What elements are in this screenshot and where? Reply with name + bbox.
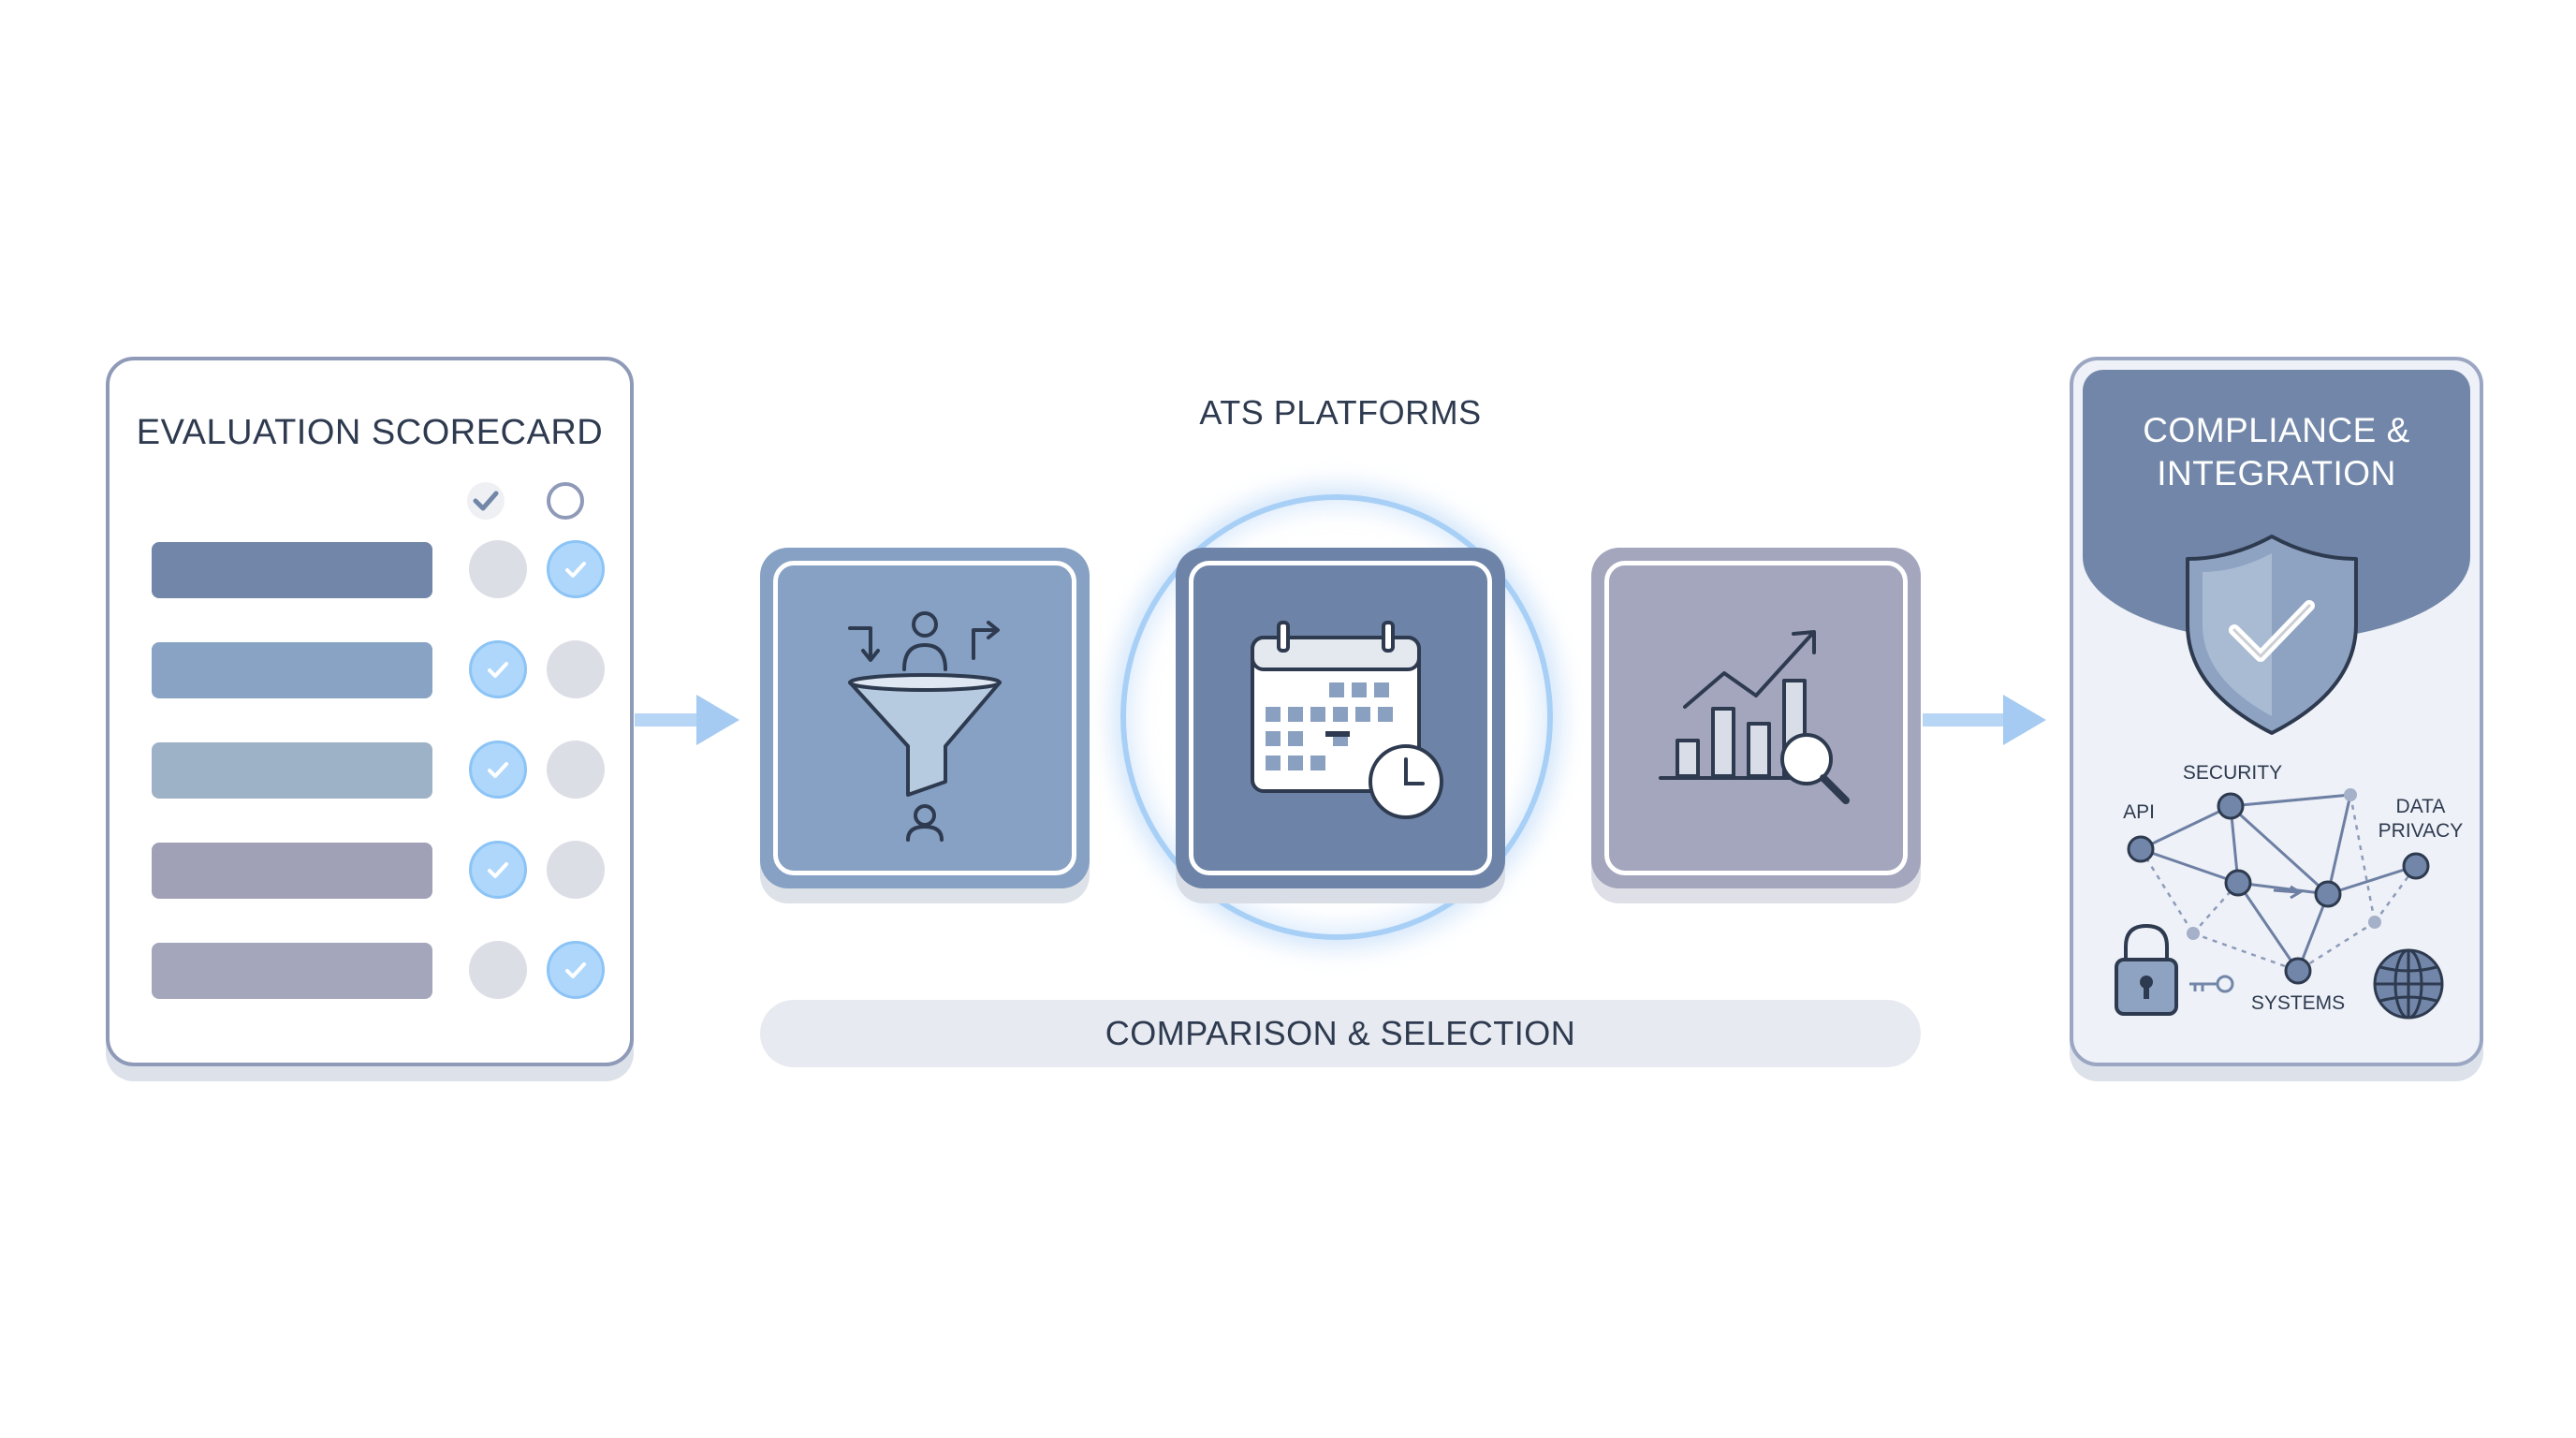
- check-icon: [463, 478, 508, 523]
- key-icon: [2189, 975, 2234, 993]
- globe-icon: [2373, 948, 2444, 1020]
- lock-icon: [2115, 924, 2178, 1016]
- compliance-title-line2: INTEGRATION: [2157, 454, 2396, 492]
- data-privacy-label: DATA PRIVACY: [2369, 795, 2472, 844]
- scorecard-row: [152, 841, 638, 901]
- checked-circle-icon[interactable]: [547, 941, 605, 999]
- scorecard-title: EVALUATION SCORECARD: [136, 413, 604, 452]
- scorecard-row: [152, 741, 638, 800]
- scorecard-bar: [152, 642, 432, 698]
- api-label: API: [2123, 801, 2155, 823]
- tile-analytics[interactable]: [1591, 548, 1921, 888]
- security-label: SECURITY: [2182, 762, 2283, 784]
- arrow-right-icon: [1923, 695, 2046, 745]
- data-privacy-line1: DATA: [2395, 796, 2446, 817]
- tile-screening[interactable]: [760, 548, 1090, 888]
- scorecard-row: [152, 540, 638, 600]
- scorecard-bar: [152, 542, 432, 598]
- data-privacy-line2: PRIVACY: [2378, 820, 2464, 842]
- empty-circle-icon[interactable]: [469, 941, 527, 999]
- compliance-graphic: [2115, 535, 2444, 1020]
- scorecard-bar: [152, 843, 432, 899]
- chart-magnifier-icon: [1659, 630, 1850, 804]
- scorecard-bar: [152, 943, 432, 999]
- tile-scheduling[interactable]: [1176, 548, 1505, 888]
- scorecard-row: [152, 941, 638, 1001]
- empty-circle-icon[interactable]: [547, 841, 605, 899]
- compliance-integration-card: COMPLIANCE & INTEGRATION: [2070, 357, 2483, 1066]
- ats-platforms-title: ATS PLATFORMS: [1199, 393, 1482, 432]
- scorecard-row: [152, 640, 638, 700]
- scorecard-bar: [152, 742, 432, 799]
- shield-check-icon: [2186, 535, 2358, 735]
- checked-circle-icon[interactable]: [469, 640, 527, 698]
- empty-circle-icon[interactable]: [469, 540, 527, 598]
- highlight-ring: [1120, 494, 1553, 940]
- compliance-title-line1: COMPLIANCE &: [2143, 411, 2410, 449]
- empty-circle-icon[interactable]: [547, 741, 605, 799]
- empty-circle-icon[interactable]: [547, 640, 605, 698]
- checked-circle-icon[interactable]: [547, 540, 605, 598]
- arrow-right-icon: [635, 695, 739, 745]
- funnel-people-icon: [848, 611, 1002, 842]
- comparison-selection-bar: COMPARISON & SELECTION: [760, 1000, 1921, 1067]
- calendar-clock-icon: [1251, 621, 1443, 819]
- compliance-title: COMPLIANCE & INTEGRATION: [2083, 409, 2470, 495]
- evaluation-scorecard-card: EVALUATION SCORECARD: [106, 357, 634, 1066]
- comparison-selection-label: COMPARISON & SELECTION: [1105, 1014, 1576, 1052]
- checked-circle-icon[interactable]: [469, 741, 527, 799]
- compliance-header: COMPLIANCE & INTEGRATION: [2083, 370, 2470, 641]
- circle-icon: [543, 478, 588, 523]
- checked-circle-icon[interactable]: [469, 841, 527, 899]
- systems-label: SYSTEMS: [2250, 992, 2346, 1014]
